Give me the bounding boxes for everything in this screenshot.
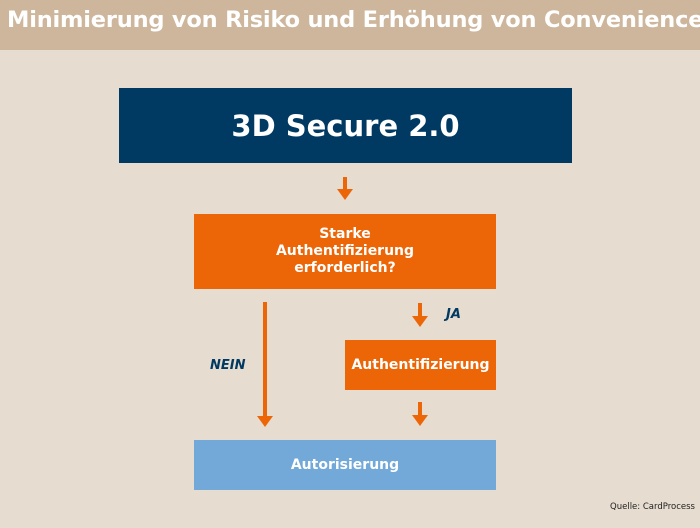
arrow-authentication-to-authorization (412, 402, 428, 426)
edge-label-yes: JA (446, 307, 461, 322)
node-3d-secure-label: 3D Secure 2.0 (231, 108, 460, 143)
node-authorization: Autorisierung (194, 440, 496, 490)
node-3d-secure: 3D Secure 2.0 (119, 88, 572, 163)
arrow-no-to-authorization (257, 302, 273, 427)
decision-line-1: Starke (319, 226, 371, 242)
node-authentication: Authentifizierung (345, 340, 496, 390)
decision-line-3: erforderlich? (294, 260, 396, 276)
node-strong-auth-decision: Starke Authentifizierung erforderlich? (194, 214, 496, 289)
decision-text: Starke Authentifizierung erforderlich? (276, 226, 414, 277)
decision-line-2: Authentifizierung (275, 243, 415, 259)
title-bar: Minimierung von Risiko und Erhöhung von … (0, 0, 700, 50)
source-credit: Quelle: CardProcess (610, 502, 695, 512)
page-title: Minimierung von Risiko und Erhöhung von … (7, 7, 700, 33)
node-authorization-label: Autorisierung (290, 457, 400, 473)
arrow-yes-to-authentication (412, 303, 428, 327)
edge-label-no: NEIN (210, 358, 246, 373)
node-authentication-label: Authentifizierung (351, 357, 490, 373)
arrow-secure-to-decision (337, 177, 353, 200)
